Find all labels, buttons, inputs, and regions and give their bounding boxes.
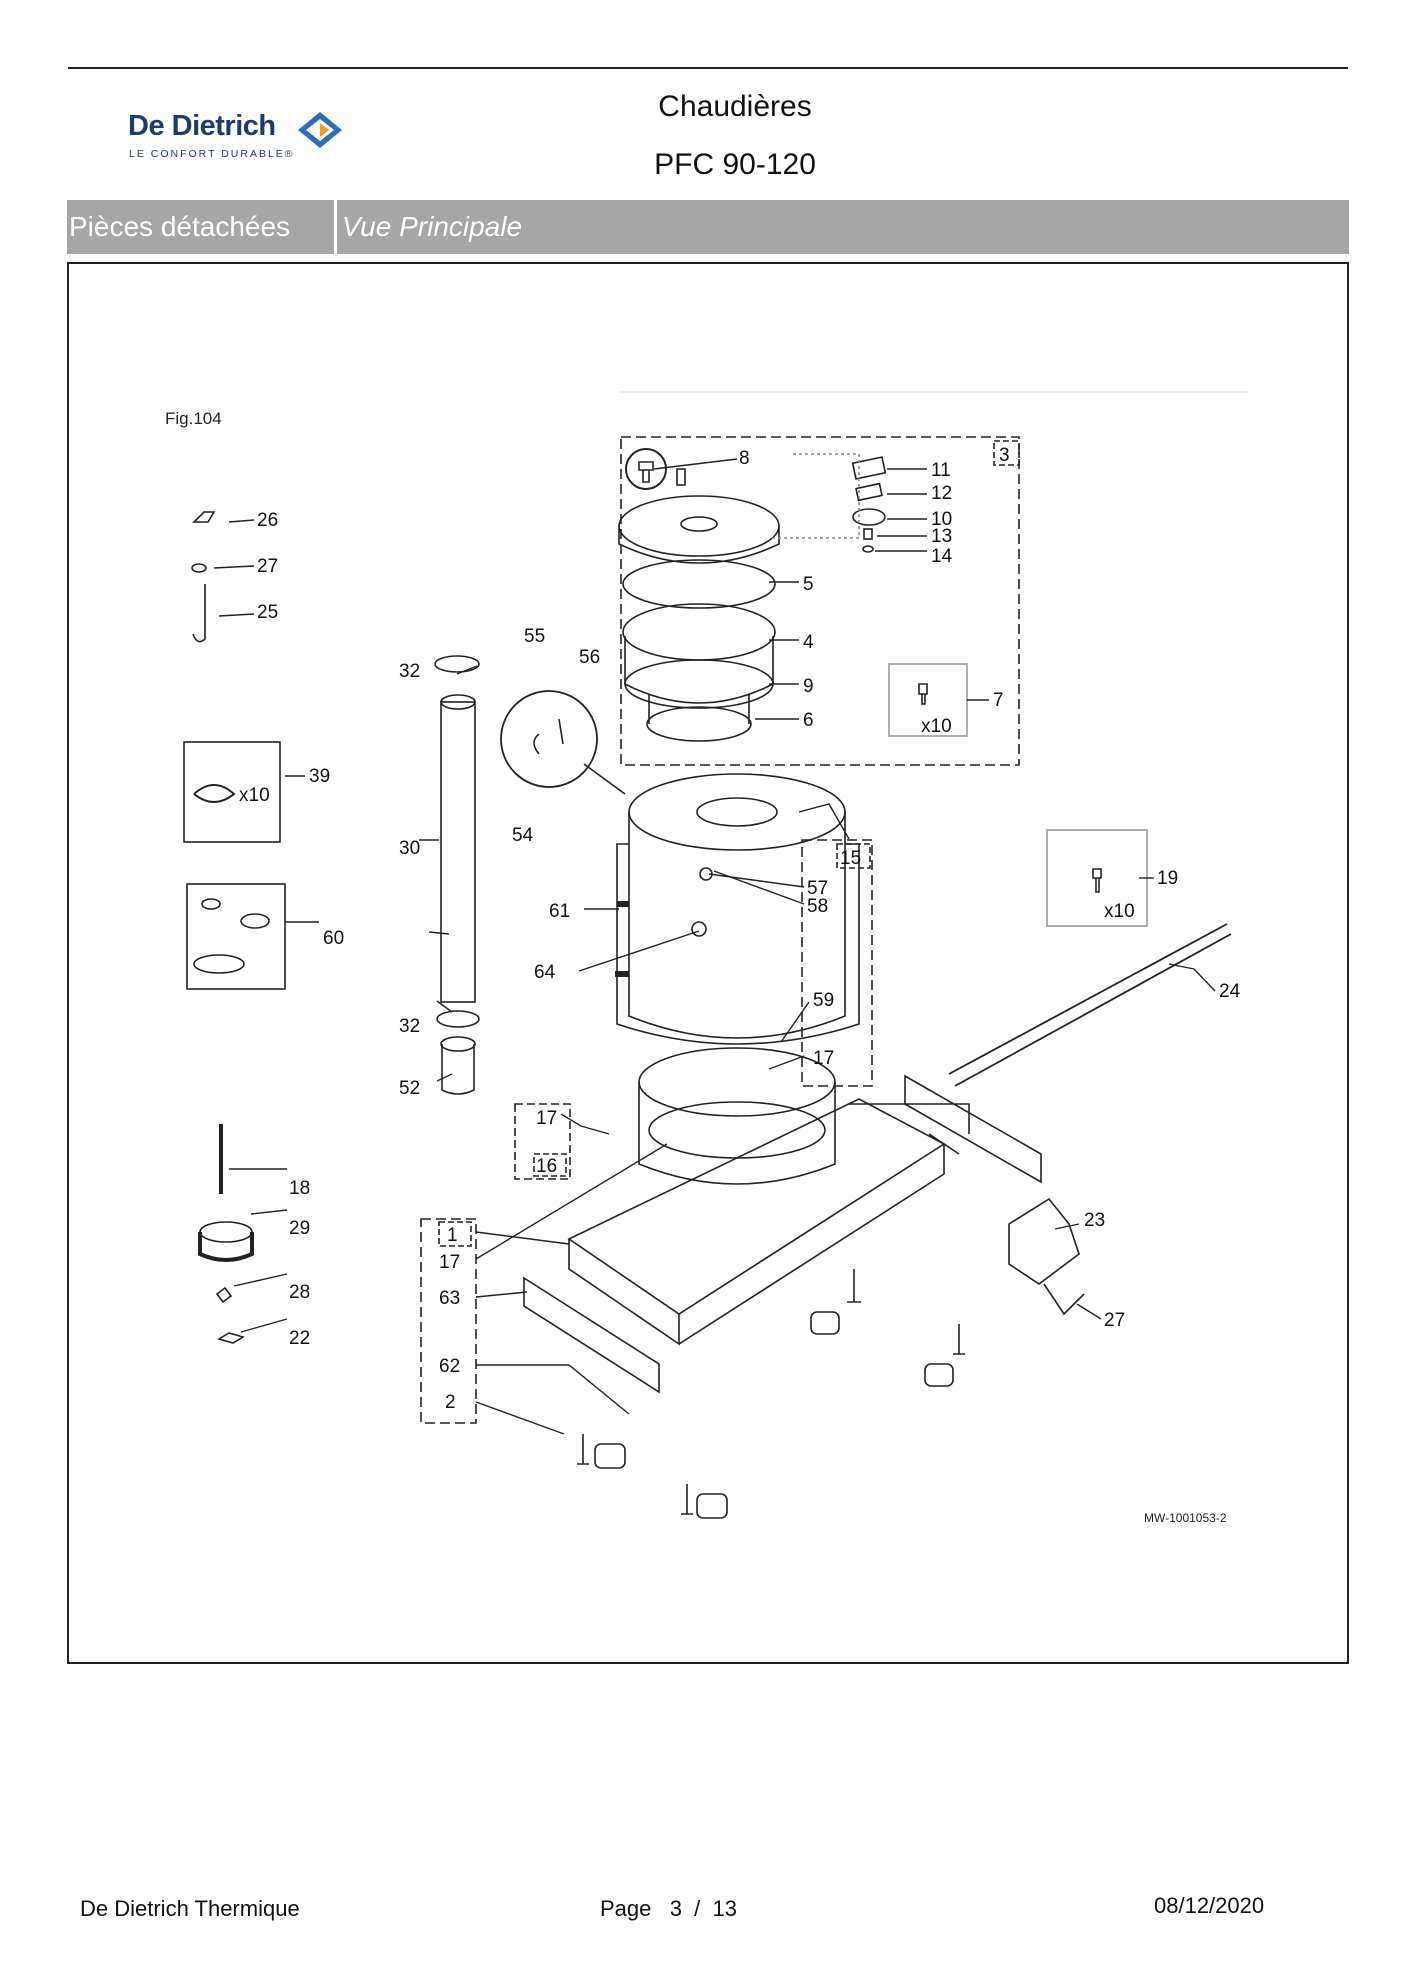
document-model: PFC 90-120 — [654, 148, 816, 181]
callout-59: 58 — [807, 896, 828, 917]
callout-17-a: 17 — [813, 1048, 834, 1069]
figure-label: Fig.104 — [165, 409, 222, 428]
hydraulic-block-part — [1008, 1197, 1085, 1316]
exploded-view-diagram: Fig.104 MW-1001053-2 — [165, 391, 1249, 1525]
callout-55: 54 — [512, 825, 534, 846]
callout-5: 5 — [803, 574, 814, 595]
chassis-frame-part — [567, 1098, 970, 1346]
callout-29: 29 — [289, 1218, 310, 1239]
callout-30: 30 — [399, 838, 420, 859]
top-rule — [68, 67, 1348, 69]
callout-63: 63 — [439, 1288, 460, 1309]
feet-part — [577, 1269, 965, 1519]
group-box-body — [801, 839, 873, 1087]
callout-32-a: 32 — [399, 661, 420, 682]
reference-code: MW-1001053-2 — [1144, 1511, 1227, 1525]
callout-6: 6 — [803, 710, 814, 731]
burner-cylinder-part — [624, 636, 774, 704]
section-label: Pièces détachées — [69, 211, 291, 242]
callout-52: 52 — [399, 1078, 420, 1099]
flue-pipe-part — [440, 701, 476, 1003]
callout-7: 7 — [993, 690, 1004, 711]
callout-10: 10 — [931, 509, 952, 530]
callout-13: 13 — [931, 526, 952, 547]
burner-plate-part — [618, 448, 780, 564]
callout-18: 18 — [289, 1178, 310, 1199]
callout-8: 8 — [739, 448, 750, 469]
brand-diamond-icon — [298, 112, 342, 148]
callout-27: 27 — [1104, 1310, 1125, 1331]
group-box-gasket — [514, 1103, 571, 1180]
callout-9: 9 — [803, 676, 814, 697]
group-box-base — [420, 1218, 477, 1424]
callout-26: 24 — [1219, 981, 1241, 1002]
callout-14: 14 — [931, 546, 953, 567]
insulation-disc-part — [622, 603, 776, 661]
callout-54: 60 — [323, 928, 344, 949]
callout-64: 64 — [534, 962, 556, 983]
callout-20: 22 — [289, 1328, 310, 1349]
callout-12: 12 — [931, 483, 952, 504]
callout-17-b: 17 — [536, 1108, 557, 1129]
multiplier-x10-b: x10 — [239, 785, 270, 806]
footer-company: De Dietrich Thermique — [80, 1896, 300, 1921]
callout-57: 56 — [579, 647, 600, 668]
multiplier-x10-c: x10 — [1104, 901, 1135, 922]
seal-bag-part — [183, 741, 281, 843]
callout-23: 26 — [257, 510, 278, 531]
callout-17-c: 17 — [439, 1252, 460, 1273]
callout-56: 55 — [524, 626, 545, 647]
callout-28: 28 — [289, 1282, 310, 1303]
callout-39: 39 — [309, 766, 330, 787]
brand-tagline: LE CONFORT DURABLE® — [129, 148, 295, 160]
rod-part — [948, 923, 1232, 1087]
callout-19: 19 — [1157, 868, 1178, 889]
group-box-burner — [620, 436, 1020, 766]
gasket-part — [622, 559, 776, 609]
callout-61: 61 — [549, 901, 570, 922]
callout-16: 16 — [536, 1156, 557, 1177]
side-rail-part — [523, 1276, 660, 1394]
diagram-frame: Fig.104 MW-1001053-2 — [67, 262, 1349, 1664]
callout-62: 62 — [439, 1356, 460, 1377]
callout-58: 57 — [807, 878, 828, 899]
brand-logo: De Dietrich LE CONFORT DURABLE® — [128, 110, 348, 162]
callout-3: 3 — [999, 445, 1010, 466]
multiplier-x10-a: x10 — [921, 716, 952, 737]
callout-60: 59 — [813, 990, 834, 1011]
callout-2: 2 — [445, 1392, 456, 1413]
callout-22: 25 — [257, 602, 278, 623]
callout-4: 4 — [803, 632, 814, 653]
callout-11: 11 — [931, 460, 951, 481]
callout-1: 1 — [447, 1225, 458, 1246]
heat-exchanger-body-part — [616, 773, 860, 1045]
section-bar: Pièces détachées Vue Principale — [67, 200, 1349, 254]
view-label: Vue Principale — [342, 211, 523, 242]
callout-25: 23 — [1084, 1210, 1105, 1231]
callout-32-b: 32 — [399, 1016, 420, 1037]
brand-name: De Dietrich — [128, 110, 276, 142]
callout-15: 15 — [840, 848, 861, 869]
callout-24: 27 — [257, 556, 278, 577]
section-divider — [334, 200, 337, 254]
gasket-bag-part — [186, 883, 286, 990]
document-title: Chaudières — [658, 90, 812, 123]
footer-date: 08/12/2020 — [1154, 1893, 1265, 1918]
footer-page-number: Page 3 / 13 — [600, 1896, 737, 1921]
